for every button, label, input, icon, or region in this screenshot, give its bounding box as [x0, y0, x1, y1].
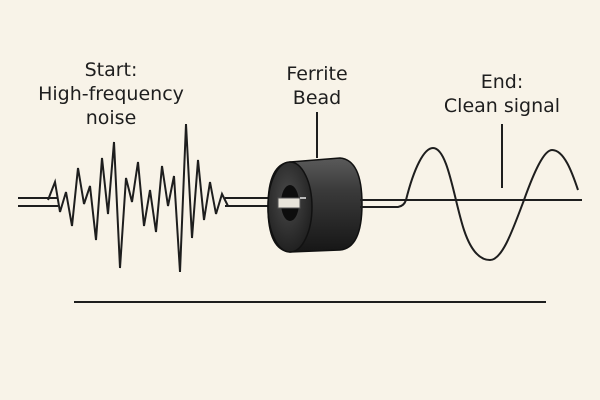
end-label-line1: End: — [480, 71, 524, 93]
end-label-line2: Clean signal — [443, 95, 561, 117]
ferrite-label-line2: Bead — [292, 87, 342, 109]
ferrite-bead-graphic — [267, 157, 363, 253]
ferrite-bead-label: Ferrite Bead — [262, 62, 372, 110]
start-label-line1: Start: — [84, 59, 138, 81]
start-label-line3: noise — [85, 107, 137, 129]
end-label: End: Clean signal — [432, 70, 572, 118]
start-label: Start: High-frequency noise — [26, 58, 196, 130]
ferrite-label-line1: Ferrite — [286, 63, 348, 85]
start-label-line2: High-frequency — [38, 83, 184, 105]
noise-waveform — [47, 123, 229, 273]
output-wire — [360, 199, 582, 208]
clean-sine-waveform — [405, 146, 579, 262]
